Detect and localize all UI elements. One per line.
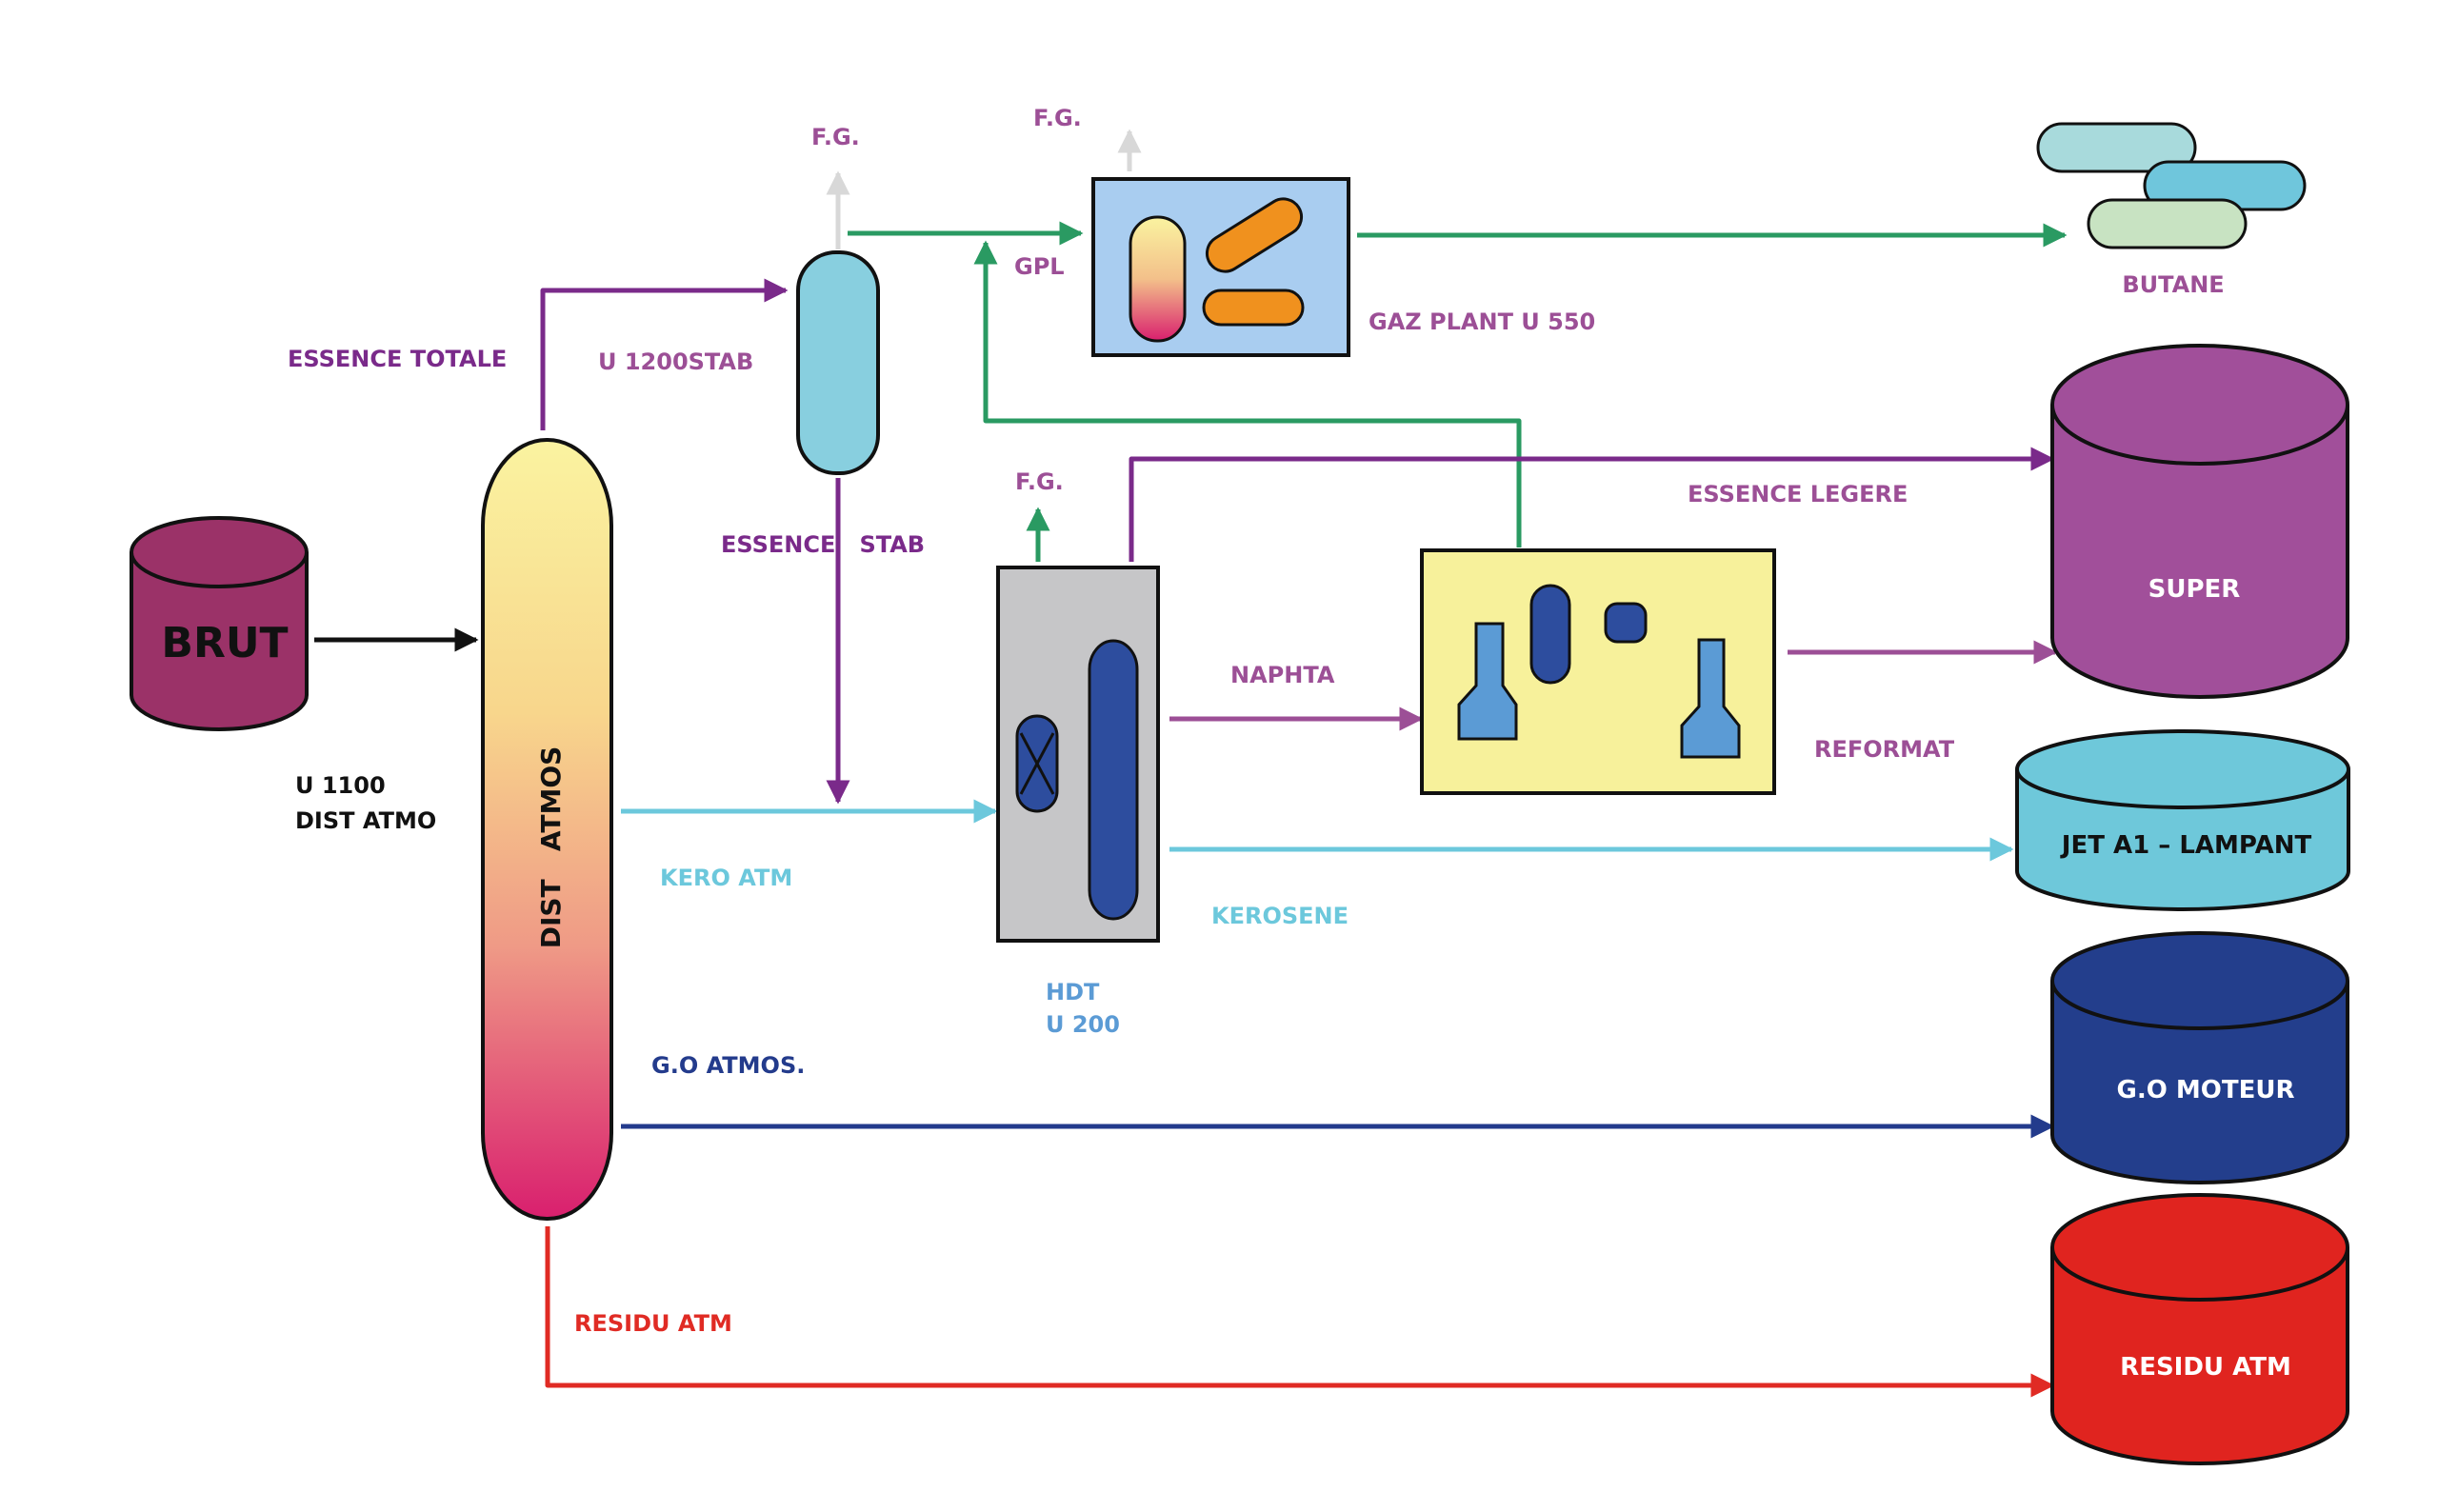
butane-bullets (2036, 122, 2307, 249)
residu-atm-tank-label: RESIDU ATM (2120, 1353, 2291, 1382)
residu-atm-stream-label: RESIDU ATM (574, 1310, 732, 1337)
gas-plant-bullet-icon (1205, 197, 1304, 273)
u1100-label-line1: U 1100 (295, 772, 386, 799)
butane-bullet-3 (2087, 198, 2248, 249)
essence-totale-line (540, 278, 789, 430)
essence-totale-label: ESSENCE TOTALE (288, 346, 507, 372)
super-label: SUPER (2148, 575, 2241, 604)
u1200-label: U 1200STAB (598, 348, 753, 375)
reformer-reactor-icon-2 (1680, 638, 1741, 759)
reformer-unit (1420, 548, 1776, 795)
go-atmos-label: G.O ATMOS. (651, 1052, 805, 1079)
butane-bullet-1 (2036, 122, 2197, 173)
gaz-plant-box (1091, 177, 1350, 357)
fg-gaz-label: F.G. (1033, 105, 1082, 131)
super-tank: SUPER (2050, 344, 2349, 699)
column-label: DIST ATMOS (535, 746, 567, 949)
go-moteur-tank: G.O MOTEUR (2050, 931, 2349, 1184)
reformat-label: REFORMAT (1814, 736, 1955, 763)
fg-hdt-label: F.G. (1015, 468, 1064, 495)
hdt-unit (996, 566, 1160, 943)
hdt-label-line1: HDT (1046, 979, 1100, 1005)
gas-plant-vessel-icon (1129, 215, 1187, 343)
stabilizer-vessel (796, 250, 880, 475)
hdt-column-icon (1088, 639, 1139, 921)
residu-atm-line (545, 1226, 2055, 1398)
reformer-separator-icon (1604, 602, 1648, 644)
kero-atm-label: KERO ATM (660, 865, 792, 891)
u1100-label-line2: DIST ATMO (295, 807, 436, 834)
reformer-drum-icon (1529, 584, 1571, 685)
reformer-reactor-icon-1 (1457, 622, 1518, 741)
reformer-gas-line (973, 240, 1522, 547)
essence-legere-line (1129, 447, 2055, 562)
essence-stab-label: ESSENCE STAB (721, 531, 925, 558)
essence-legere-label: ESSENCE LEGERE (1688, 481, 1908, 507)
fg-stab-label: F.G. (811, 124, 860, 150)
dist-atmos-column: DIST ATMOS (481, 438, 613, 1221)
gas-plant-drum-icon (1202, 288, 1305, 327)
hdt-label-line2: U 200 (1046, 1011, 1120, 1038)
residu-atm-tank: RESIDU ATM (2050, 1193, 2349, 1465)
hdt-reactor-icon (1015, 714, 1059, 813)
brut-label: BRUT (161, 619, 288, 667)
jet-a1-tank: JET A1 – LAMPANT (2015, 729, 2350, 911)
naphta-label: NAPHTA (1230, 662, 1335, 688)
gpl-label: GPL (1014, 253, 1065, 280)
go-moteur-label: G.O MOTEUR (2117, 1076, 2295, 1104)
gaz-plant-label: GAZ PLANT U 550 (1369, 308, 1595, 335)
jet-a1-label: JET A1 – LAMPANT (2060, 831, 2312, 860)
kerosene-label: KEROSENE (1211, 903, 1349, 929)
butane-label: BUTANE (2122, 271, 2224, 298)
brut-tank: BRUT (130, 516, 309, 731)
